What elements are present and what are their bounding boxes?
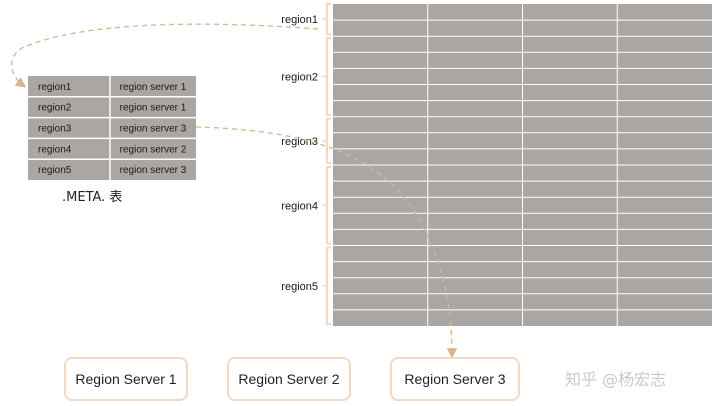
region-server-2-box: Region Server 2 [227, 357, 351, 401]
arrow-region3-to-server3 [195, 126, 458, 359]
data-table [333, 4, 712, 326]
region-server-1-box: Region Server 1 [64, 357, 188, 401]
meta-table: region1 region server 1 region2 region serv… [28, 76, 196, 180]
meta-region-cell: region4 [38, 144, 72, 155]
region-label: region3 [281, 136, 318, 148]
region-server-2-label: Region Server 2 [238, 371, 340, 387]
region-bracket [326, 117, 331, 164]
meta-server-cell: region server 1 [120, 82, 187, 93]
arrows [11, 23, 458, 359]
region-label: region2 [281, 71, 318, 83]
meta-region-cell: region5 [38, 165, 72, 176]
meta-table-bg [28, 76, 196, 180]
region-bracket [326, 3, 331, 36]
region-bracket [326, 37, 331, 116]
region-labels: region1 region2 region3 region4 region5 [281, 3, 331, 325]
region-label: region5 [281, 281, 318, 293]
meta-server-cell: region server 2 [120, 144, 187, 155]
region-server-1-label: Region Server 1 [75, 371, 177, 387]
region-server-3-box: Region Server 3 [390, 357, 520, 401]
meta-server-cell: region server 1 [120, 103, 187, 114]
meta-region-cell: region1 [38, 82, 72, 93]
region-server-3-label: Region Server 3 [404, 371, 506, 387]
region-label: region4 [281, 200, 318, 212]
meta-table-caption: .META. 表 [62, 190, 123, 205]
meta-server-cell: region server 3 [120, 165, 187, 176]
region-bracket [326, 166, 331, 245]
meta-server-cell: region server 3 [120, 124, 187, 135]
watermark: 知乎 @杨宏志 [565, 370, 667, 389]
region-bracket [326, 246, 331, 325]
region-label: region1 [281, 14, 318, 26]
meta-region-cell: region2 [38, 103, 72, 114]
meta-region-cell: region3 [38, 124, 72, 135]
